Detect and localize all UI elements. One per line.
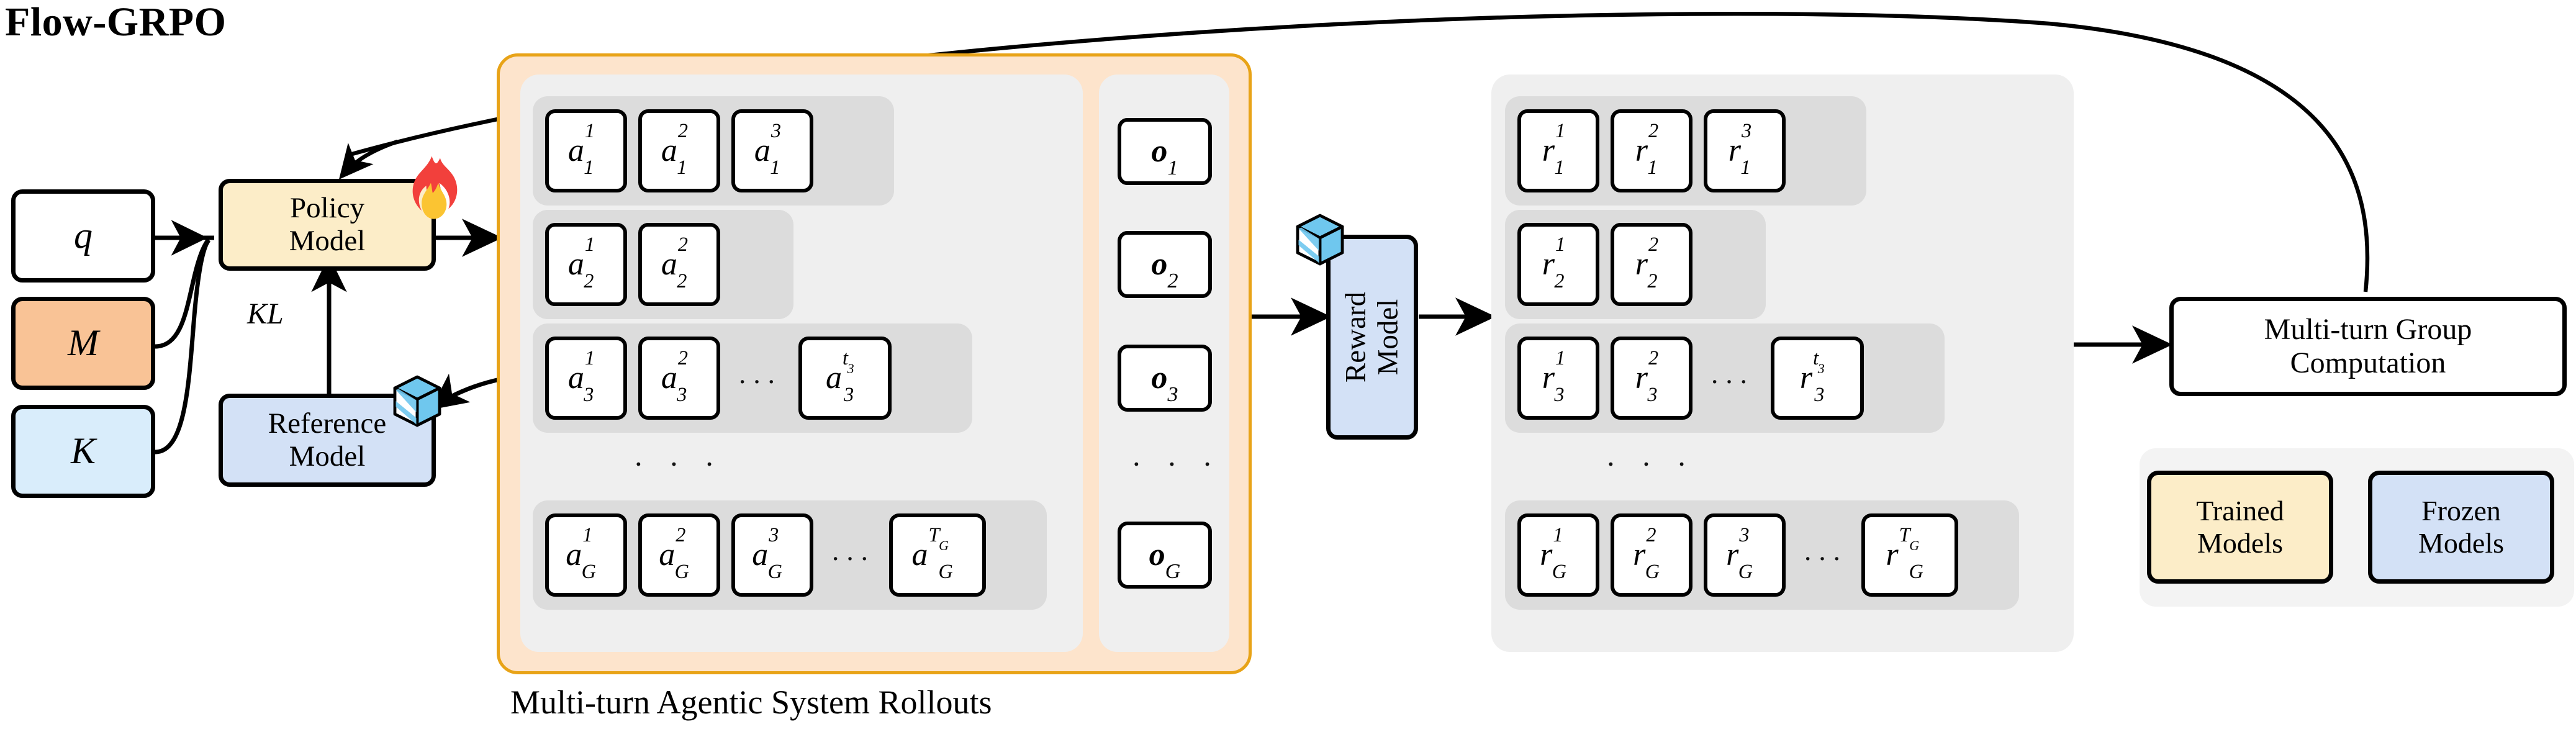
output-chip-label: o1 [1151,133,1178,179]
action-chip-label: a22 [661,232,688,292]
reward-chip[interactable]: rTGG [1861,513,1958,597]
reward-chip[interactable]: r23 [1611,337,1692,420]
action-chip[interactable]: a3G [731,513,813,597]
output-chip[interactable]: o1 [1118,118,1212,185]
group-computation-line1: Multi-turn Group [2264,313,2472,346]
action-chip-label: a31 [754,119,781,179]
action-chip-label: a12 [567,232,595,292]
action-rows-ellipsis: · · · [633,446,723,481]
action-rowg-inline-ellipsis: ··· [831,543,874,574]
reward-chip[interactable]: r21 [1611,109,1692,192]
output-chip-label: o3 [1151,360,1178,406]
legend-trained-line2: Models [2197,527,2283,559]
reward-model-line1: Reward [1339,291,1372,383]
reward-chip[interactable]: r12 [1517,223,1599,306]
reward-chip[interactable]: r1G [1517,513,1599,597]
action-chip-label: a21 [661,119,688,179]
action-chip[interactable]: aTGG [889,513,986,597]
reward-rowg-inline-ellipsis: ··· [1803,543,1846,574]
output-chip[interactable]: oG [1118,522,1212,589]
action-chip[interactable]: a31 [731,109,813,192]
reward-chip[interactable]: r31 [1704,109,1786,192]
action-chip-label: a23 [661,346,688,406]
rollouts-caption: Multi-turn Agentic System Rollouts [510,684,992,721]
kl-label: KL [247,297,284,330]
reward-model-label: Reward Model [1339,291,1404,383]
reward-rows-ellipsis: · · · [1606,446,1696,481]
legend-trained-line1: Trained [2196,495,2284,527]
policy-model-line1: Policy [289,192,365,225]
output-chip[interactable]: o3 [1118,345,1212,412]
input-box-q[interactable]: q [11,189,155,283]
reward-chip-label: r21 [1635,119,1659,179]
action-chip[interactable]: a23 [638,337,720,420]
action-chip[interactable]: a1G [545,513,627,597]
output-chip-label: oG [1149,537,1181,583]
reward-chip[interactable]: r22 [1611,223,1692,306]
reward-chip-label: r23 [1635,346,1659,406]
reward-chip-label: r3G [1726,523,1753,583]
action-chip[interactable]: a12 [545,223,627,306]
reward-chip-label: r22 [1635,232,1659,292]
reward-chip[interactable]: r3G [1704,513,1786,597]
action-chip[interactable]: a11 [545,109,627,192]
legend-frozen-models[interactable]: Frozen Models [2368,471,2554,584]
reward-chip-label: rTGG [1886,523,1923,583]
action-chip[interactable]: a2G [638,513,720,597]
policy-model-line2: Model [289,225,366,257]
reward-chip-label: r11 [1542,119,1566,179]
action-chip-label: a2G [659,523,689,583]
reward-chip[interactable]: r11 [1517,109,1599,192]
legend-trained-models[interactable]: Trained Models [2147,471,2333,584]
reward-chip-label: r31 [1728,119,1752,179]
action-chip[interactable]: a21 [638,109,720,192]
action-chip-label: a1G [566,523,596,583]
output-ellipsis: · · · [1131,446,1221,481]
reward-row3-inline-ellipsis: ··· [1710,366,1753,397]
legend-frozen-line1: Frozen [2421,495,2501,527]
group-computation-box[interactable]: Multi-turn Group Computation [2169,297,2567,396]
reward-model-box[interactable] [1326,235,1418,440]
input-label-q: q [74,215,93,256]
action-chip-label: aTGG [911,523,953,583]
reference-model-line1: Reference [268,407,387,440]
page-title: Flow-GRPO [5,0,227,45]
action-chip[interactable]: at33 [798,337,892,420]
reward-chip-label: r1G [1540,523,1567,583]
ice-cube-icon [393,375,441,427]
reference-model-line2: Model [289,440,366,472]
input-box-k[interactable]: K [11,405,155,498]
action-chip[interactable]: a13 [545,337,627,420]
policy-model-box[interactable]: Policy Model [219,179,436,271]
reward-model-line2: Model [1372,299,1404,376]
action-chip[interactable]: a22 [638,223,720,306]
legend-frozen-line2: Models [2418,527,2504,559]
group-computation-line2: Computation [2290,346,2446,379]
input-label-k: K [70,430,96,472]
action-chip-label: a3G [752,523,782,583]
action-chip-label: at33 [825,346,854,406]
reward-chip-label: r2G [1633,523,1660,583]
output-chip-label: o2 [1151,246,1178,292]
reward-chip[interactable]: rt33 [1771,337,1864,420]
output-chip[interactable]: o2 [1118,231,1212,298]
reward-chip[interactable]: r13 [1517,337,1599,420]
reward-chip-label: rt33 [1799,346,1825,406]
input-label-m: M [68,322,99,364]
action-row3-inline-ellipsis: ··· [738,366,781,397]
reward-chip-label: r12 [1542,232,1566,292]
ice-cube-icon [1296,214,1344,266]
reward-chip[interactable]: r2G [1611,513,1692,597]
input-box-m[interactable]: M [11,297,155,390]
reward-chip-label: r13 [1542,346,1566,406]
fire-icon [412,156,458,219]
action-chip-label: a13 [567,346,595,406]
action-chip-label: a11 [567,119,595,179]
